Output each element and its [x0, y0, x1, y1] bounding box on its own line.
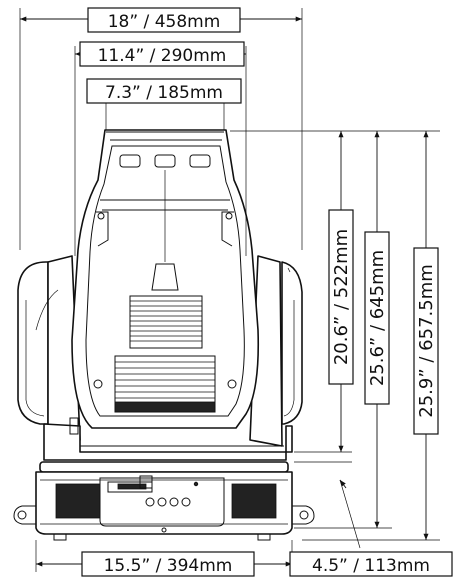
- fixture-head: [71, 129, 260, 429]
- yoke-bottom: [43, 417, 293, 461]
- height-total-text: 25.9” / 657.5mm: [416, 264, 437, 418]
- label-overall-width: 18” / 458mm: [87, 7, 241, 33]
- yoke-arm-right: [249, 255, 303, 447]
- label-height-head: 20.6” / 522mm: [328, 209, 354, 385]
- label-height-mid: 25.6” / 645mm: [364, 231, 390, 405]
- label-base-height: 4.5” / 113mm: [289, 551, 453, 577]
- moving-head-fixture: [13, 129, 315, 541]
- label-base-width: 15.5” / 394mm: [81, 551, 255, 577]
- height-head-text: 20.6” / 522mm: [331, 229, 352, 365]
- yoke-arm-left: [17, 255, 81, 447]
- label-yoke-width: 11.4” / 290mm: [79, 41, 245, 67]
- base-height-text: 4.5” / 113mm: [312, 556, 430, 576]
- head-width-text: 7.3” / 185mm: [105, 83, 223, 103]
- label-height-total: 25.9” / 657.5mm: [413, 247, 439, 435]
- fixture-base: [13, 461, 315, 541]
- yoke-width-text: 11.4” / 290mm: [98, 46, 227, 66]
- height-mid-text: 25.6” / 645mm: [367, 250, 388, 386]
- overall-width-text: 18” / 458mm: [108, 12, 221, 32]
- label-head-width: 7.3” / 185mm: [86, 78, 242, 104]
- base-width-text: 15.5” / 394mm: [104, 556, 233, 576]
